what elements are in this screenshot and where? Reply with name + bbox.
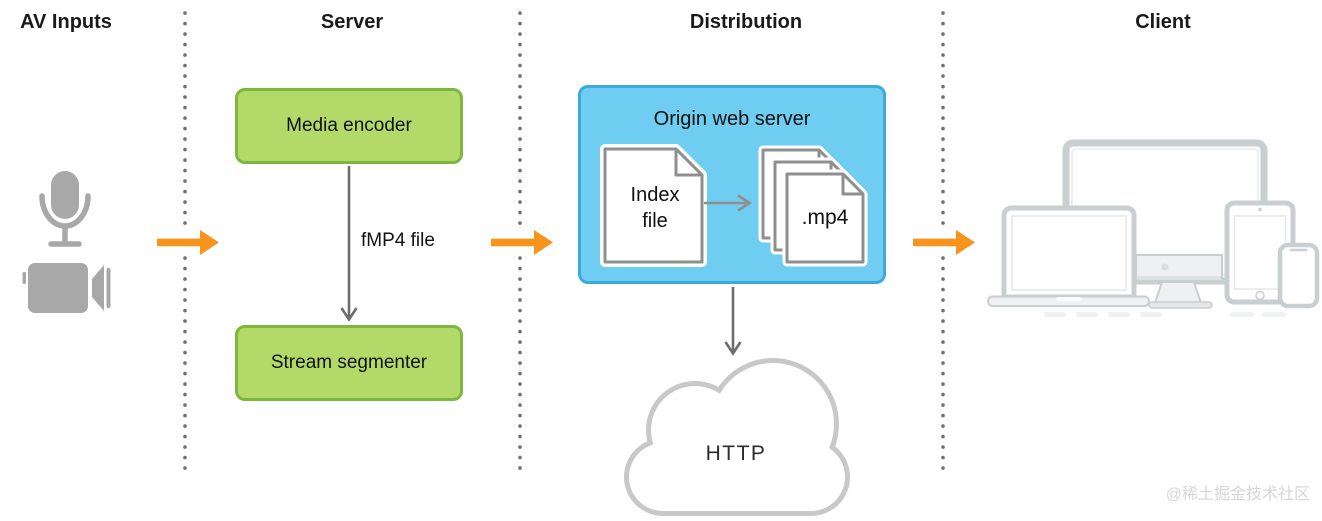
video-camera-icon xyxy=(22,263,111,313)
mp4-label: .mp4 xyxy=(801,206,849,229)
flow-arrow-inputs-to-server xyxy=(157,230,219,255)
column-header-server: Server xyxy=(320,11,384,33)
desktop-imac-icon xyxy=(1135,254,1223,309)
origin-to-http-arrow xyxy=(724,287,742,356)
client-devices xyxy=(987,139,1320,317)
stream-segmenter-box: Stream segmenter xyxy=(235,325,463,401)
origin-web-server-title: Origin web server xyxy=(653,108,811,130)
column-header-av-inputs: AV Inputs xyxy=(20,11,112,33)
index-file-label: Index file xyxy=(630,184,680,232)
http-cloud-icon xyxy=(624,358,850,516)
flow-arrow-server-to-distribution xyxy=(491,230,553,255)
fmp4-file-label: fMP4 file xyxy=(361,230,435,251)
media-encoder-box: Media encoder xyxy=(235,88,463,164)
column-header-client: Client xyxy=(1135,11,1191,33)
stream-segmenter-label: Stream segmenter xyxy=(270,352,428,373)
flow-arrow-distribution-to-client xyxy=(913,230,975,255)
device-reflection-marks xyxy=(1044,312,1286,317)
laptop-icon xyxy=(987,205,1150,307)
tablet-icon xyxy=(1224,200,1296,305)
phone-icon xyxy=(1277,242,1320,309)
watermark: @稀土掘金技术社区 xyxy=(1165,486,1310,503)
http-label: HTTP xyxy=(705,442,767,465)
encoder-to-segmenter-arrow xyxy=(340,166,358,322)
tv-display-icon xyxy=(1062,139,1268,285)
media-encoder-label: Media encoder xyxy=(286,115,412,136)
microphone-icon xyxy=(39,171,91,247)
column-header-distribution: Distribution xyxy=(689,11,803,33)
